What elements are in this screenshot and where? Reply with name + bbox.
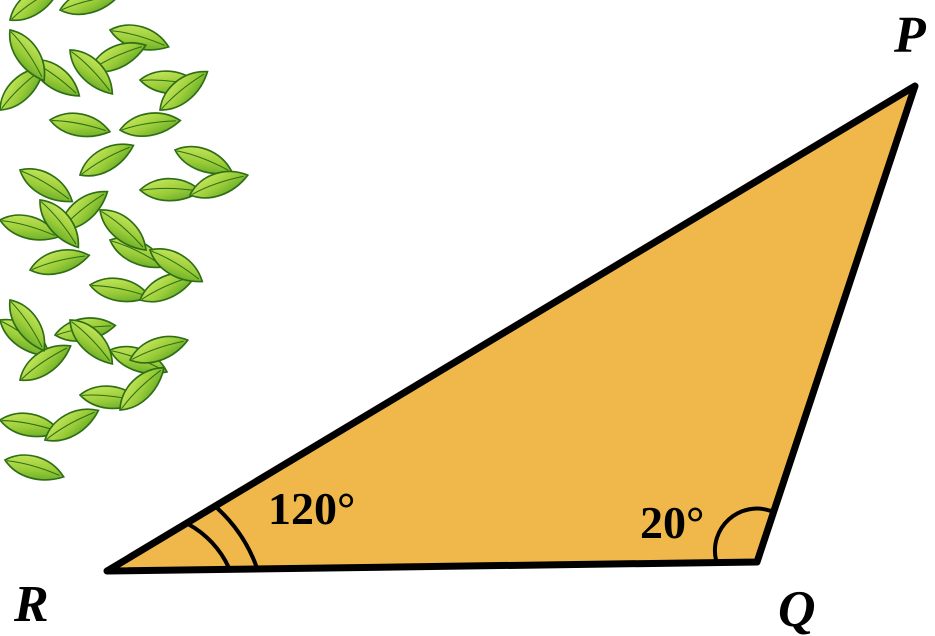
leaf-icon	[47, 105, 114, 145]
angle-arc-q	[712, 506, 772, 561]
leaf-icon	[73, 135, 140, 184]
leafy-bush-icon	[0, 0, 252, 490]
leaf-icon	[2, 0, 68, 29]
angle-arc-r-inner	[187, 522, 231, 569]
leaf-icon	[1, 445, 68, 490]
leaf-icon	[117, 109, 183, 140]
leaf-icon	[26, 244, 93, 279]
leaf-icon	[87, 270, 154, 310]
leaf-icon	[56, 0, 123, 19]
triangle-pqr	[103, 82, 919, 575]
angle-r-label: 120°	[268, 483, 355, 534]
angle-arc-r-outer	[214, 505, 259, 569]
vertex-p-label: P	[893, 7, 927, 64]
vertex-q-label: Q	[778, 581, 816, 636]
vertex-r-label: R	[13, 576, 49, 633]
angle-q-label: 20°	[640, 497, 704, 548]
